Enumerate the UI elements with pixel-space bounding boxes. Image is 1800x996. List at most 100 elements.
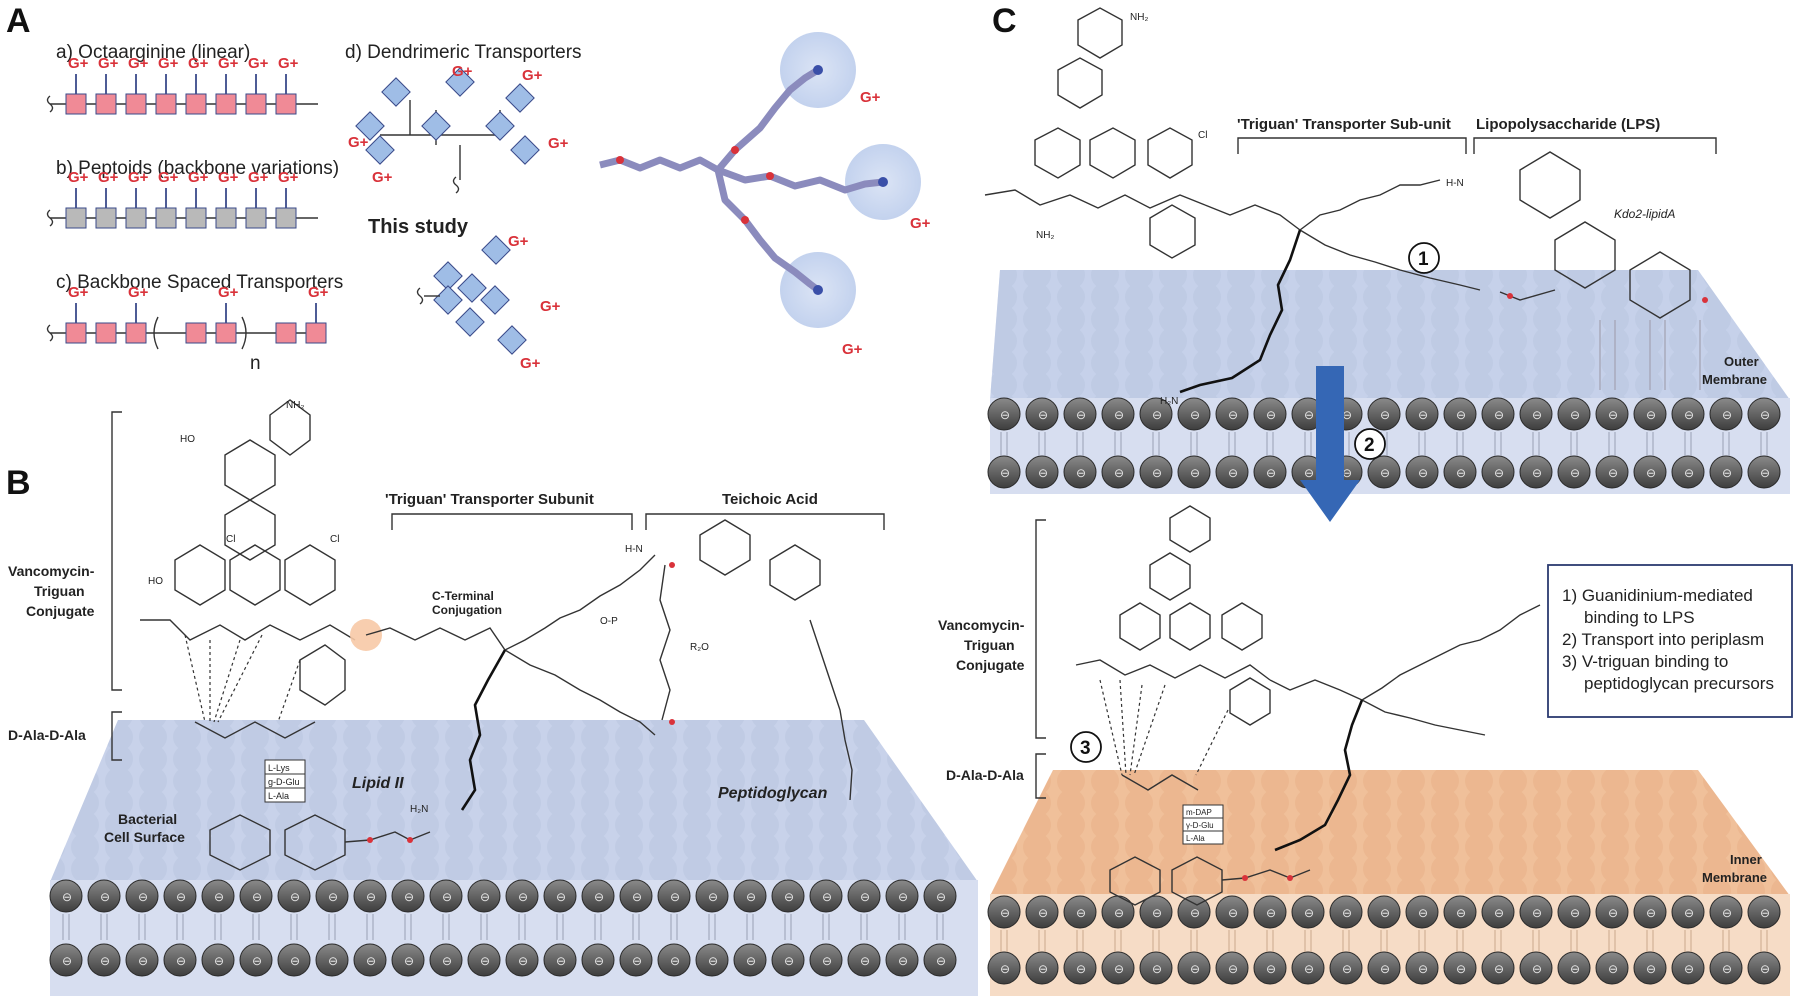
lipid-head [505,879,539,913]
svg-text:NH₂: NH₂ [286,400,304,411]
lipid-head [1177,951,1211,985]
lipid-head [1139,895,1173,929]
minus-sign: ⊖ [1570,962,1580,976]
g-plus-dendrimer-3: G+ [372,169,393,186]
minus-sign: ⊖ [1380,906,1390,920]
lipid-head [1215,895,1249,929]
minus-sign: ⊖ [1114,906,1124,920]
minus-sign: ⊖ [290,954,300,968]
lipid-head [277,879,311,913]
arginine-block [245,93,267,115]
g-plus-label: G+ [128,55,149,72]
lipid-head [49,943,83,977]
lipid-head [315,879,349,913]
lipid-head [125,943,159,977]
lipid-head [1709,397,1743,431]
stem-b-3: L-Ala [268,791,289,801]
cell-surface-label-2: Cell Surface [104,829,185,845]
lipid-head [429,879,463,913]
minus-sign: ⊖ [1570,466,1580,480]
lipid-head [1709,951,1743,985]
svg-text:H-N: H-N [1446,178,1464,189]
lipid-head [1215,455,1249,489]
minus-sign: ⊖ [1038,408,1048,422]
lipid-head [1633,895,1667,929]
lipid-head [733,943,767,977]
minus-sign: ⊖ [100,954,110,968]
minus-sign: ⊖ [1152,906,1162,920]
lipid-head [1253,397,1287,431]
lipid-head [695,943,729,977]
lipid-head [1253,951,1287,985]
minus-sign: ⊖ [328,890,338,904]
minus-sign: ⊖ [1076,906,1086,920]
lipid-head [1139,951,1173,985]
study-block [497,325,527,355]
spaced-block [185,322,207,344]
lipid-head [239,879,273,913]
g-plus-study-1: G+ [508,233,529,250]
stem-c-3: L-Ala [1186,834,1205,843]
minus-sign: ⊖ [1760,408,1770,422]
minus-sign: ⊖ [1760,466,1770,480]
lipid-head [1101,397,1135,431]
lipid-head [467,879,501,913]
lipid-head [1633,455,1667,489]
lipid-head [847,879,881,913]
lipid-head [1405,951,1439,985]
lipid-head [1633,397,1667,431]
teichoic-acid-structure [659,519,853,801]
step-2-number: 2 [1364,435,1375,456]
minus-sign: ⊖ [366,954,376,968]
conjugate-label-c-1: Vancomycin- [938,617,1025,633]
lipid-head [987,455,1021,489]
study-block [455,307,485,337]
lipid-head [1443,455,1477,489]
minus-sign: ⊖ [1722,408,1732,422]
minus-sign: ⊖ [1000,466,1010,480]
lipid-head [1139,455,1173,489]
triguan-bracket-c [1237,137,1467,154]
dala-bracket-c [1035,753,1046,799]
minus-sign: ⊖ [480,890,490,904]
minus-sign: ⊖ [1760,962,1770,976]
minus-sign: ⊖ [1722,906,1732,920]
arginine-block [215,93,237,115]
minus-sign: ⊖ [1342,408,1352,422]
minus-sign: ⊖ [214,954,224,968]
minus-sign: ⊖ [898,890,908,904]
lipid-head [1291,951,1325,985]
step-3-marker [1070,731,1102,763]
lipid-head [1443,397,1477,431]
minus-sign: ⊖ [1684,408,1694,422]
minus-sign: ⊖ [1722,466,1732,480]
lipid-head [1367,397,1401,431]
lipid-head [1063,397,1097,431]
g-plus-label: G+ [218,169,239,186]
minus-sign: ⊖ [1684,466,1694,480]
lipid-head [353,943,387,977]
peptoids-caption: b) Peptoids (backbone variations) [56,158,339,179]
g-plus-label: G+ [158,169,179,186]
lipid-head [809,943,843,977]
minus-sign: ⊖ [670,890,680,904]
g-plus-label: G+ [128,284,149,301]
minus-sign: ⊖ [1000,408,1010,422]
minus-sign: ⊖ [1418,962,1428,976]
minus-sign: ⊖ [100,890,110,904]
g-plus-label: G+ [278,55,299,72]
g-plus-dendrimer-5: G+ [548,135,569,152]
spaced-block [95,322,117,344]
outer-membrane: ⊖⊖⊖⊖⊖⊖⊖⊖⊖⊖⊖⊖⊖⊖⊖⊖⊖⊖⊖⊖⊖ ⊖⊖⊖⊖⊖⊖⊖⊖⊖⊖⊖⊖⊖⊖⊖⊖⊖⊖… [987,270,1790,494]
minus-sign: ⊖ [1494,466,1504,480]
minus-sign: ⊖ [1608,962,1618,976]
minus-sign: ⊖ [518,954,528,968]
spaced-block [215,322,237,344]
lipid-head [771,879,805,913]
minus-sign: ⊖ [1456,906,1466,920]
lipid-head [733,879,767,913]
g-plus-label: G+ [158,55,179,72]
lipid-head [1747,397,1781,431]
g-plus-label: G+ [188,169,209,186]
minus-sign: ⊖ [480,954,490,968]
